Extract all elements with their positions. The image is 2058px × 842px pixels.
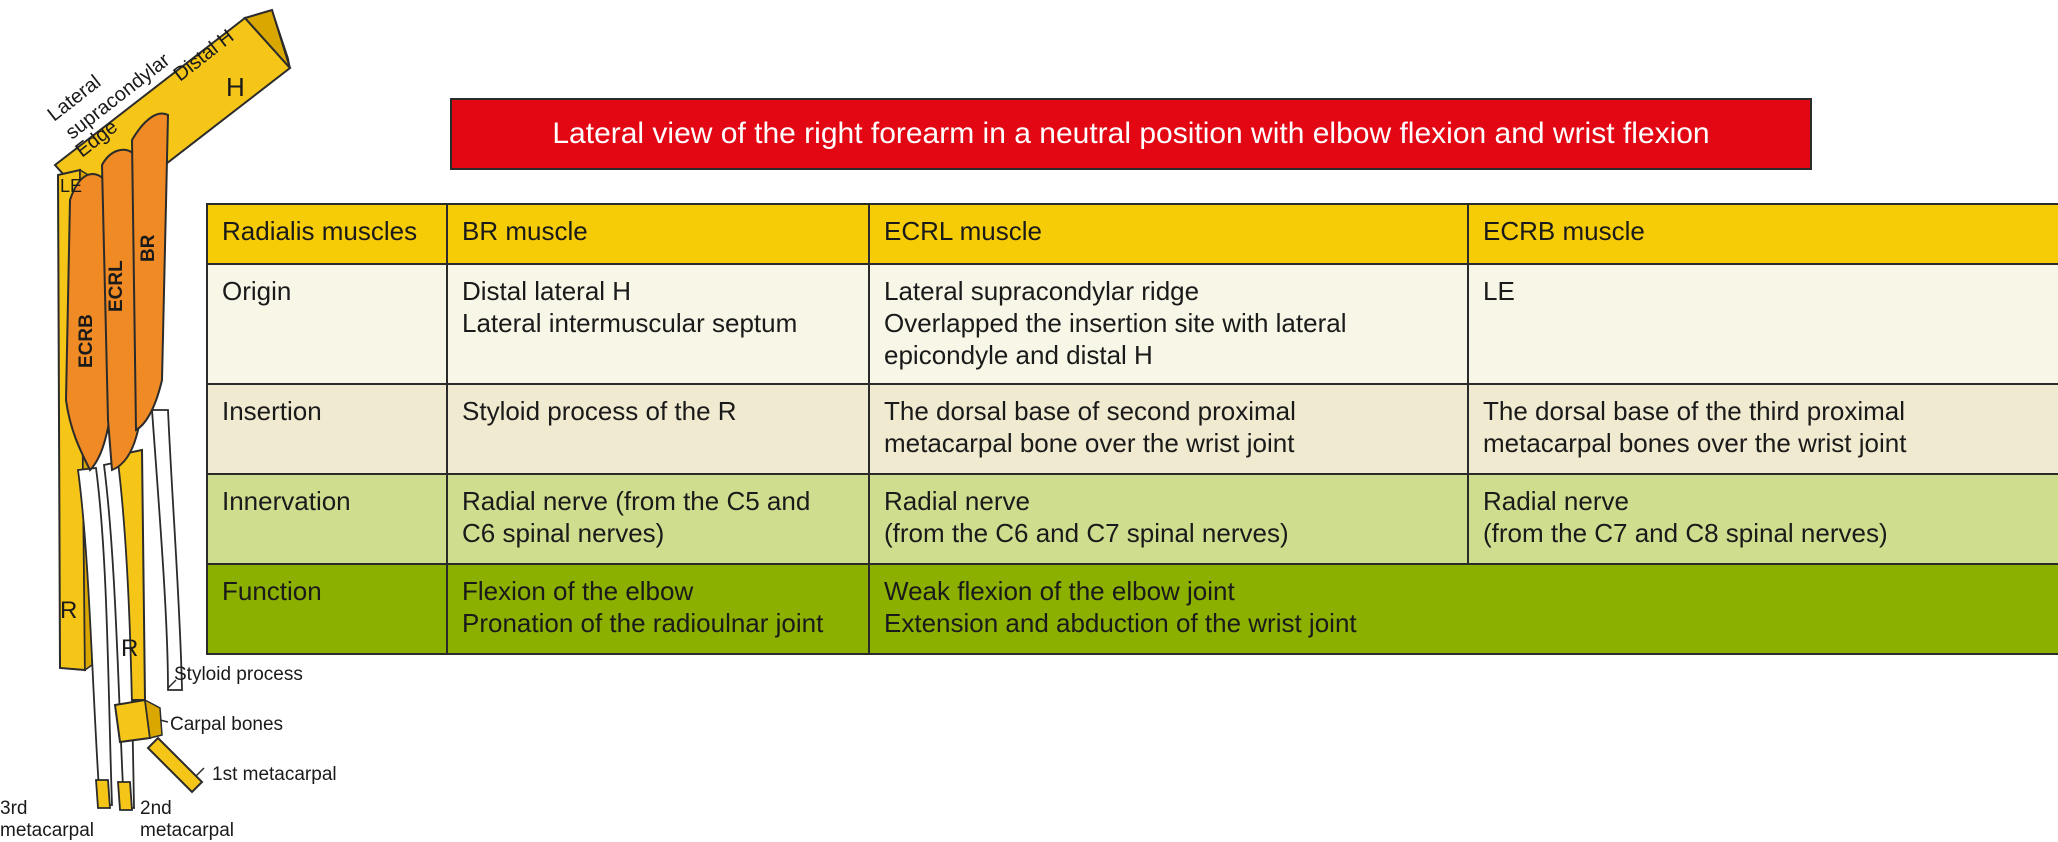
carpal-bones: [113, 698, 163, 744]
label-br: BR: [138, 234, 159, 262]
title-banner: Lateral view of the right forearm in a n…: [450, 98, 1812, 170]
origin-br: Distal lateral H Lateral intermuscular s…: [446, 263, 870, 385]
table-row-origin: Origin Distal lateral H Lateral intermus…: [206, 263, 2058, 385]
leader-lines: [159, 679, 205, 777]
header-radialis-muscles: Radialis muscles: [206, 203, 448, 265]
label-third-metacarpal-line2: metacarpal: [0, 820, 94, 841]
label-second-metacarpal-line2: metacarpal: [140, 820, 234, 841]
function-label: Function: [206, 563, 448, 655]
header-ecrl-muscle: ECRL muscle: [868, 203, 1469, 265]
table-row-insertion: Insertion Styloid process of the R The d…: [206, 383, 2058, 475]
label-le: LE: [60, 176, 82, 196]
insertion-br: Styloid process of the R: [446, 383, 870, 475]
table-header-row: Radialis muscles BR muscle ECRL muscle E…: [206, 203, 2058, 265]
label-carpal-bones: Carpal bones: [170, 714, 283, 735]
innervation-ecrb: Radial nerve (from the C7 and C8 spinal …: [1467, 473, 2058, 565]
origin-ecrb: LE: [1467, 263, 2058, 385]
origin-ecrl: Lateral supracondylar ridge Overlapped t…: [868, 263, 1469, 385]
table-row-innervation: Innervation Radial nerve (from the C5 an…: [206, 473, 2058, 565]
ecrb-muscle: [64, 173, 114, 472]
function-br: Flexion of the elbow Pronation of the ra…: [446, 563, 870, 655]
table-row-function: Function Flexion of the elbow Pronation …: [206, 563, 2058, 655]
label-ecrb: ECRB: [76, 314, 97, 368]
label-third-metacarpal-line1: 3rd: [0, 798, 27, 819]
function-ecrl-ecrb: Weak flexion of the elbow joint Extensio…: [868, 563, 2058, 655]
origin-label: Origin: [206, 263, 448, 385]
innervation-br: Radial nerve (from the C5 and C6 spinal …: [446, 473, 870, 565]
label-r-right: R: [121, 635, 138, 662]
insertion-ecrl: The dorsal base of second proximal metac…: [868, 383, 1469, 475]
label-ecrl: ECRL: [106, 260, 127, 312]
label-r-left: R: [60, 597, 77, 624]
insertion-label: Insertion: [206, 383, 448, 475]
br-muscle: [130, 112, 170, 432]
metacarpal-bones: [95, 736, 204, 811]
label-second-metacarpal-line1: 2nd: [140, 798, 172, 819]
label-styloid-process: Styloid process: [174, 664, 303, 685]
innervation-ecrl: Radial nerve (from the C6 and C7 spinal …: [868, 473, 1469, 565]
innervation-label: Innervation: [206, 473, 448, 565]
insertion-ecrb: The dorsal base of the third proximal me…: [1467, 383, 2058, 475]
radialis-muscles-table: Radialis muscles BR muscle ECRL muscle E…: [206, 203, 2058, 655]
label-first-metacarpal: 1st metacarpal: [212, 764, 337, 785]
header-br-muscle: BR muscle: [446, 203, 870, 265]
title-text: Lateral view of the right forearm in a n…: [552, 117, 1710, 150]
label-h: H: [226, 72, 245, 102]
header-ecrb-muscle: ECRB muscle: [1467, 203, 2058, 265]
